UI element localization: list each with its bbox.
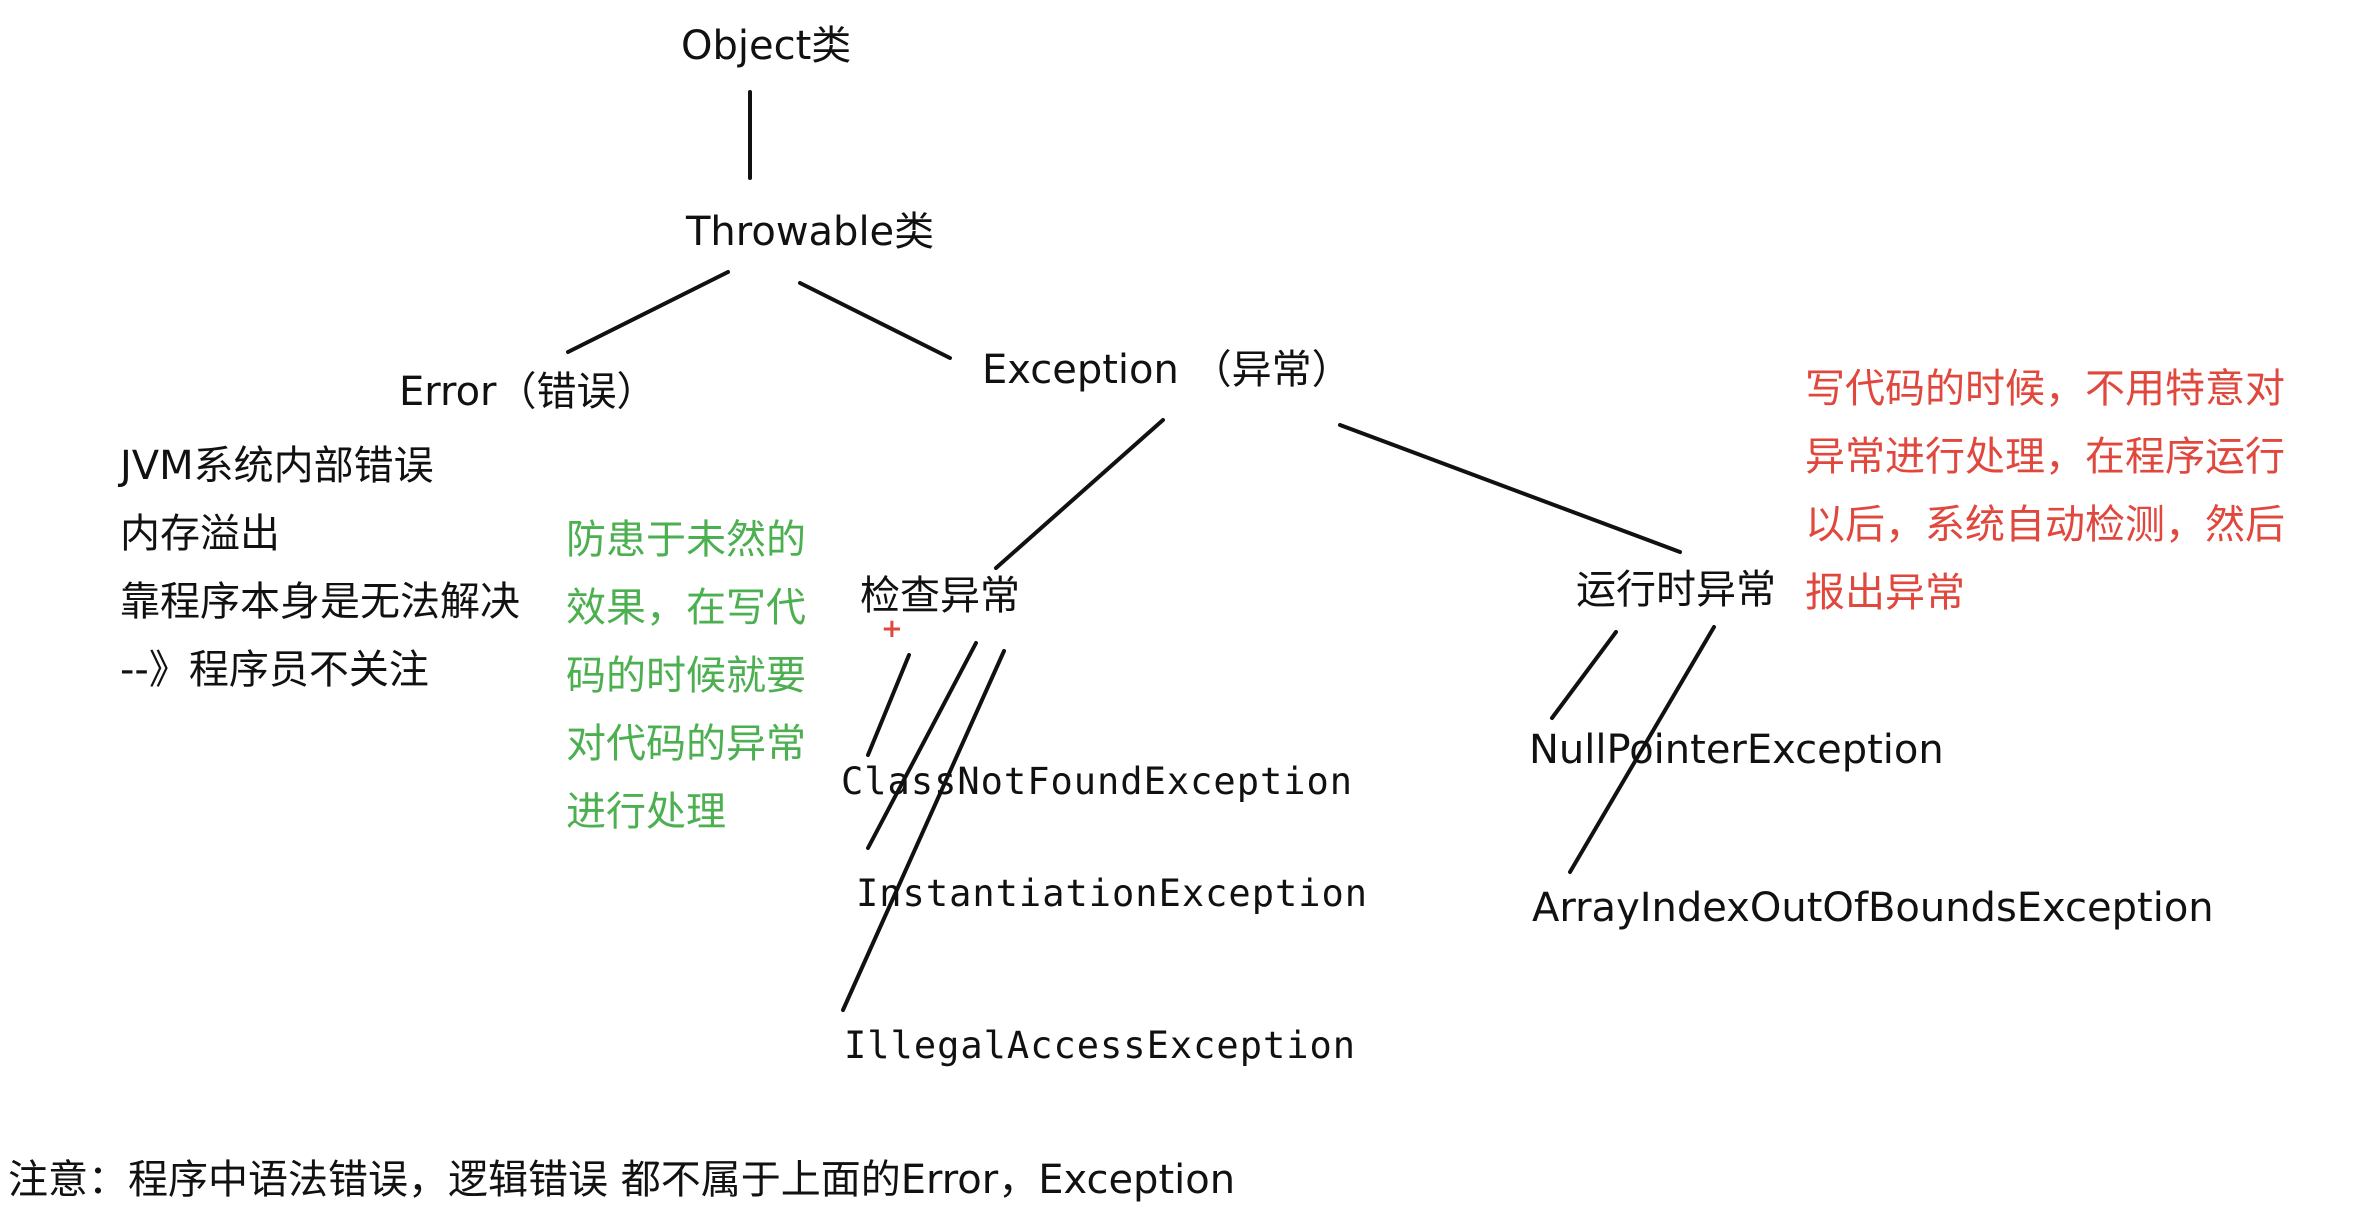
error-note-line: 靠程序本身是无法解决 bbox=[120, 579, 520, 625]
throwable-error-connector bbox=[566, 270, 730, 354]
nullpointer-exception-node: NullPointerException bbox=[1529, 727, 1944, 773]
checked-note-line: 进行处理 bbox=[566, 789, 726, 835]
runtime-note-line: 报出异常 bbox=[1805, 570, 1965, 616]
classnotfound-exception-node: ClassNotFoundException bbox=[841, 760, 1354, 803]
illegalaccess-exception-node: IllegalAccessException bbox=[844, 1024, 1357, 1067]
plus-icon: + bbox=[881, 614, 903, 644]
runtime-note-line: 写代码的时候，不用特意对 bbox=[1805, 366, 2285, 412]
error-node: Error（错误） bbox=[399, 369, 657, 415]
runtime-arrayindex-connector bbox=[1568, 625, 1716, 874]
footer-note: 注意：程序中语法错误，逻辑错误 都不属于上面的Error，Exception bbox=[8, 1157, 1236, 1203]
runtime-exception-node: 运行时异常 bbox=[1576, 567, 1776, 613]
runtime-nullpointer-connector bbox=[1550, 630, 1618, 720]
checked-note-line: 码的时候就要 bbox=[566, 653, 806, 699]
checked-note-line: 效果，在写代 bbox=[566, 585, 806, 631]
arrayindex-exception-node: ArrayIndexOutOfBoundsException bbox=[1532, 885, 2214, 931]
object-class-node: Object类 bbox=[681, 23, 852, 69]
checked-note-line: 防患于未然的 bbox=[566, 517, 806, 563]
throwable-exception-connector bbox=[798, 281, 952, 360]
error-note-line: 内存溢出 bbox=[120, 511, 280, 557]
exception-checked-connector bbox=[994, 418, 1165, 570]
checked-note-line: 对代码的异常 bbox=[566, 721, 806, 767]
exception-node: Exception （异常） bbox=[982, 347, 1352, 393]
checked-exception-note: 防患于未然的 效果，在写代 码的时候就要 对代码的异常 进行处理 bbox=[566, 506, 806, 846]
instantiation-exception-node: InstantiationException bbox=[856, 872, 1369, 915]
runtime-note-line: 异常进行处理，在程序运行 bbox=[1805, 434, 2285, 480]
error-note-line: JVM系统内部错误 bbox=[120, 443, 434, 489]
runtime-note-line: 以后，系统自动检测，然后 bbox=[1805, 502, 2285, 548]
checked-illegalaccess-connector bbox=[841, 649, 1006, 1012]
checked-exception-node: 检查异常 bbox=[860, 573, 1020, 619]
throwable-class-node: Throwable类 bbox=[686, 209, 935, 255]
error-description: JVM系统内部错误 内存溢出 靠程序本身是无法解决 --》程序员不关注 bbox=[120, 432, 520, 704]
checked-instantiation-connector bbox=[866, 641, 978, 850]
checked-classnotfound-connector bbox=[866, 653, 911, 757]
exception-runtime-connector bbox=[1338, 423, 1682, 554]
runtime-exception-note: 写代码的时候，不用特意对 异常进行处理，在程序运行 以后，系统自动检测，然后 报… bbox=[1805, 355, 2285, 627]
error-note-line: --》程序员不关注 bbox=[120, 647, 429, 693]
